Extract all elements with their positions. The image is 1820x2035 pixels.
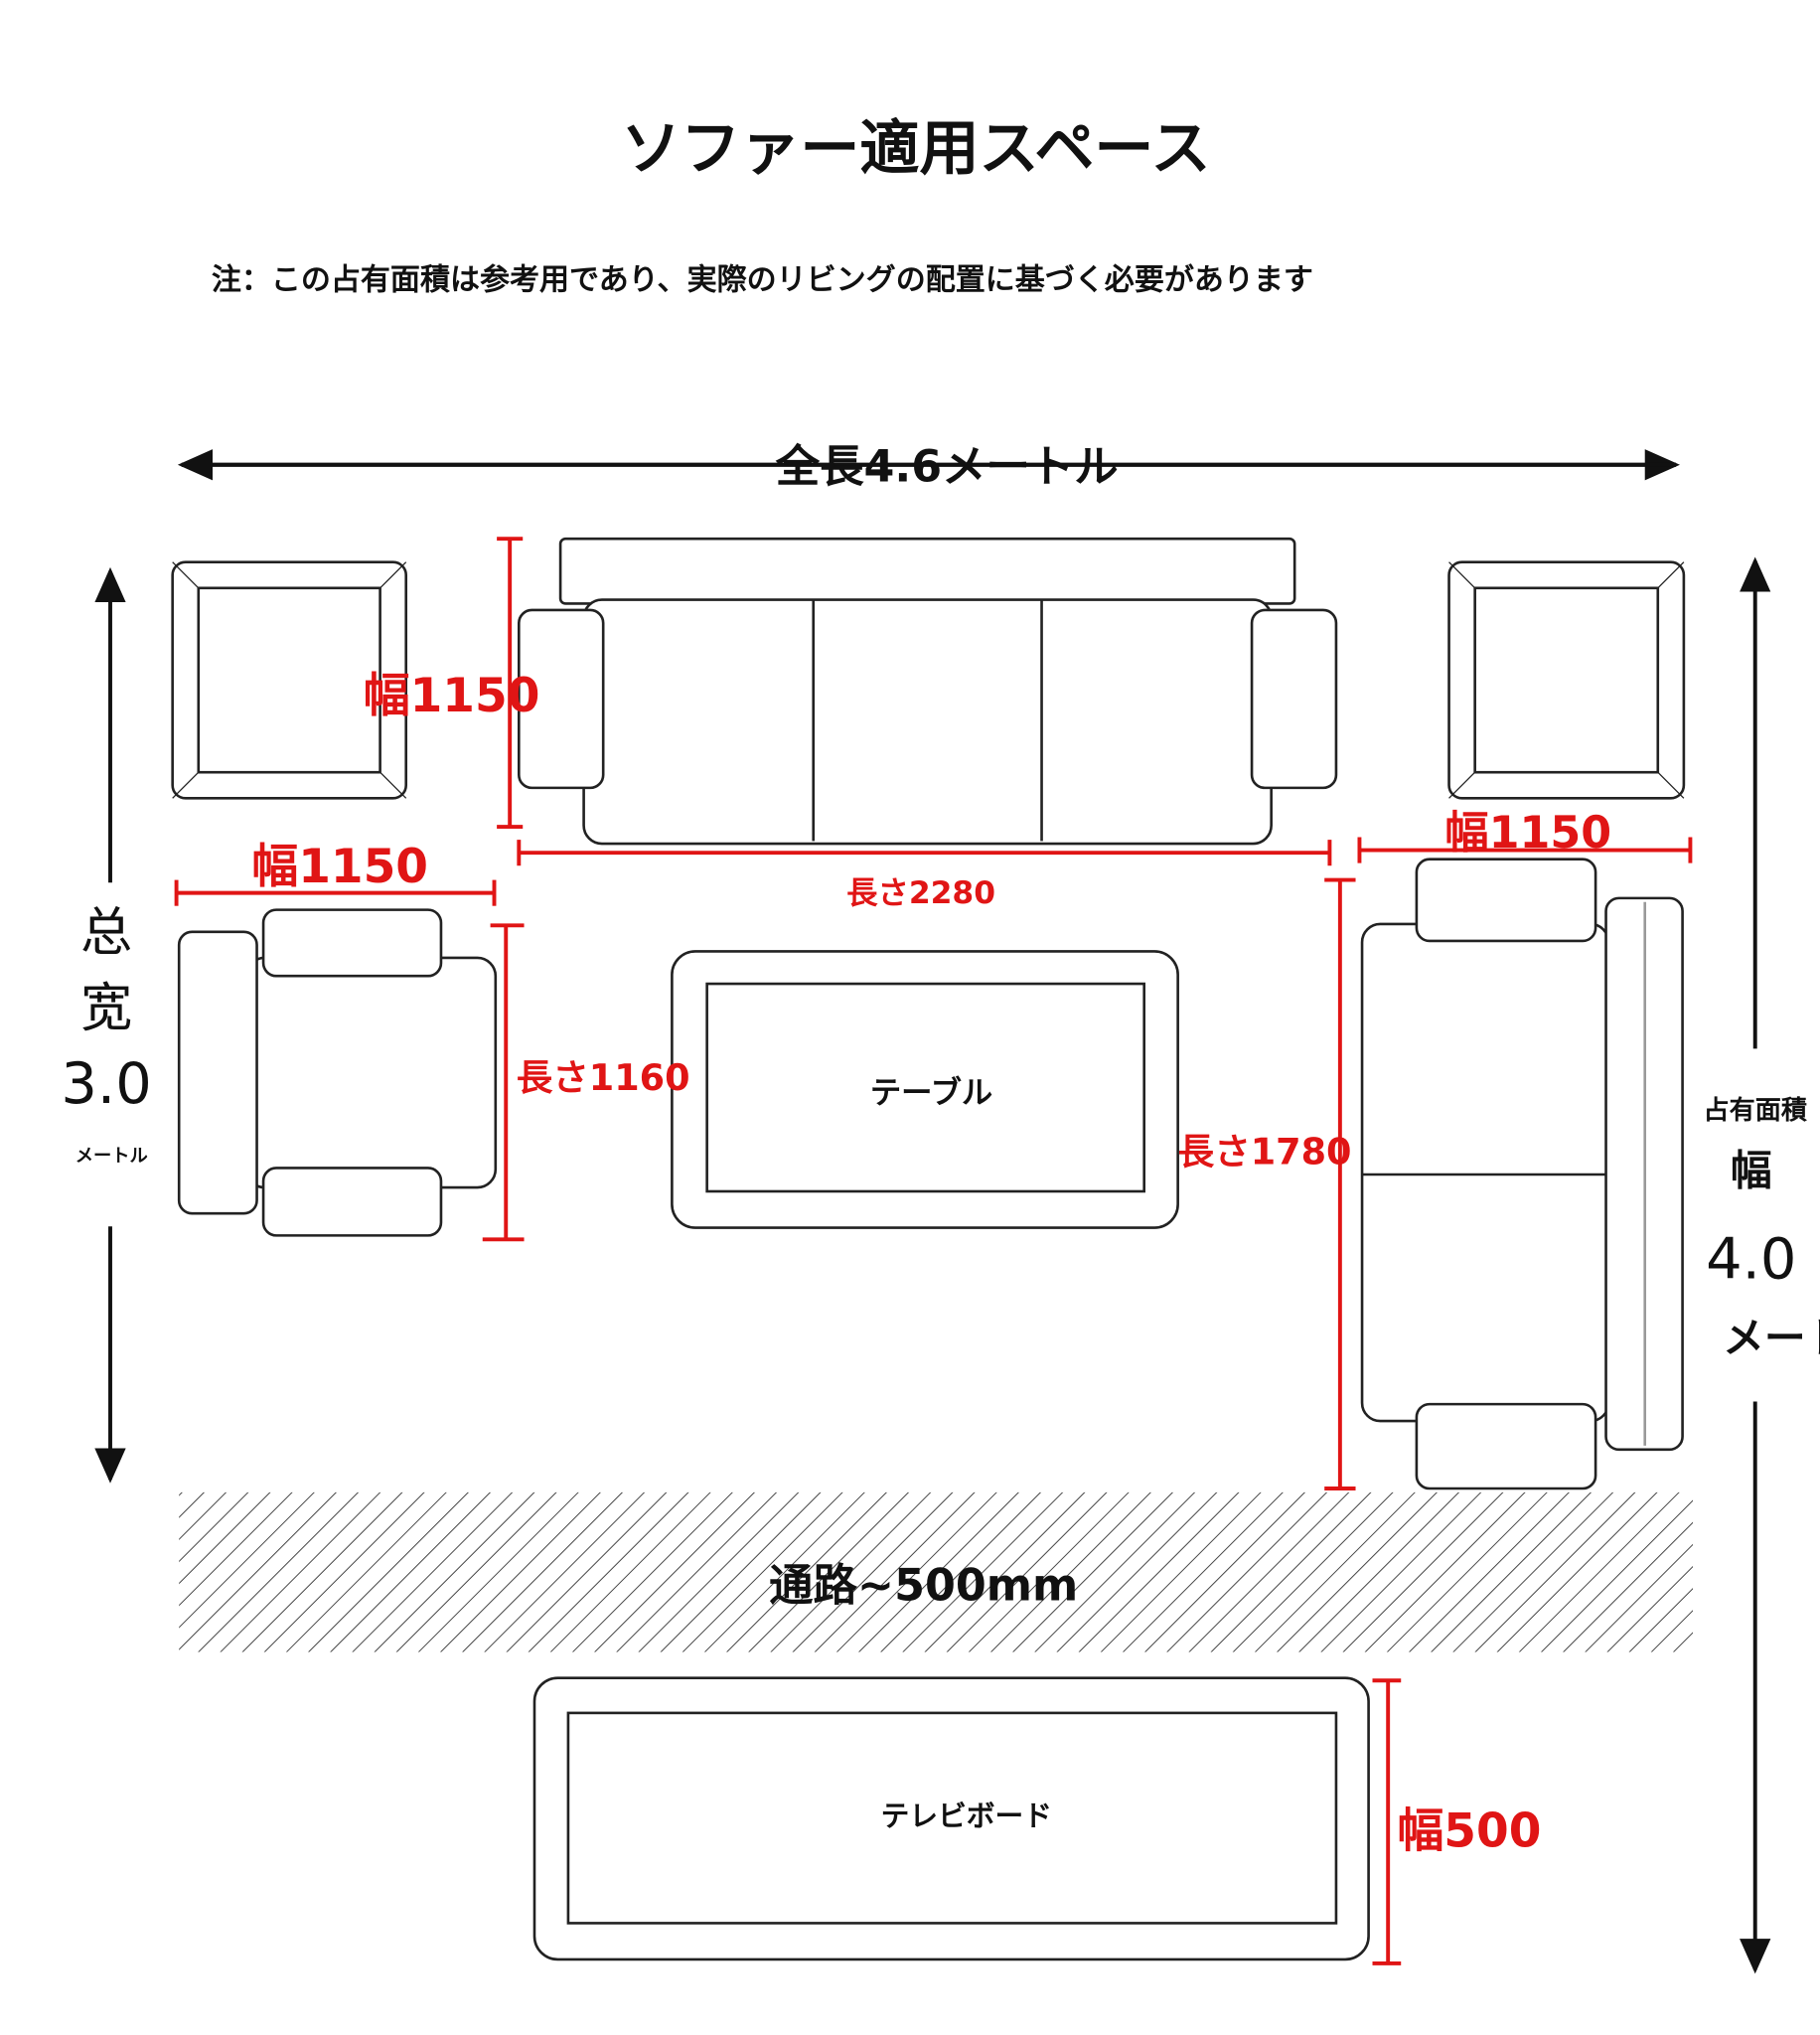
sofa-length-dimension (517, 840, 1332, 866)
ottoman-right (1447, 560, 1686, 800)
chaise-length-dimension (1324, 877, 1356, 1490)
sofa-width-dimension (497, 537, 524, 830)
total-width-unit: メートル (76, 1146, 148, 1167)
sofa-length-label: 長さ2280 (846, 875, 995, 911)
side-sofa (1360, 858, 1684, 1490)
three-seat-sofa (518, 537, 1338, 846)
sofa-width-label: 幅1150 (364, 669, 540, 723)
tv-width-label: 幅500 (1397, 1803, 1541, 1858)
armchair-width-dimension (174, 879, 497, 906)
total-length-label: 全長4.6メートル (775, 442, 1119, 493)
occupied-label: 占有面積 (1703, 1096, 1807, 1126)
armchair-length-label: 長さ1160 (517, 1056, 690, 1099)
chaise-width-dimension (1357, 837, 1693, 863)
occupied-value: 4.0 (1706, 1225, 1796, 1292)
chaise-length-label: 長さ1780 (1178, 1131, 1352, 1174)
aisle-label: 通路~500mm (769, 1560, 1078, 1611)
page-title: ソファー適用スペース (621, 114, 1210, 184)
tv-board (532, 1676, 1370, 1961)
note-text: 注：この占有面積は参考用であり、実際のリビングの配置に基づく必要があります (212, 262, 1313, 297)
total-width-char-1: 总 (80, 903, 132, 963)
total-width-value: 3.0 (61, 1050, 151, 1117)
tv-board-label: テレビボード (881, 1799, 1052, 1832)
chaise-width-label: 幅1150 (1444, 808, 1611, 859)
occupied-unit: メート (1723, 1314, 1820, 1362)
table-label: テーブル (870, 1074, 992, 1111)
coffee-table (671, 950, 1179, 1229)
occupied-sub: 幅 (1731, 1146, 1772, 1194)
tv-width-dimension (1372, 1678, 1402, 1965)
armchair-length-dimension (482, 923, 525, 1242)
total-width-char-2: 宽 (80, 979, 132, 1038)
armchair-width-label: 幅1150 (251, 840, 428, 894)
aisle-hatch (179, 1491, 1694, 1652)
armchair (177, 908, 498, 1237)
ottoman-left (171, 560, 408, 800)
